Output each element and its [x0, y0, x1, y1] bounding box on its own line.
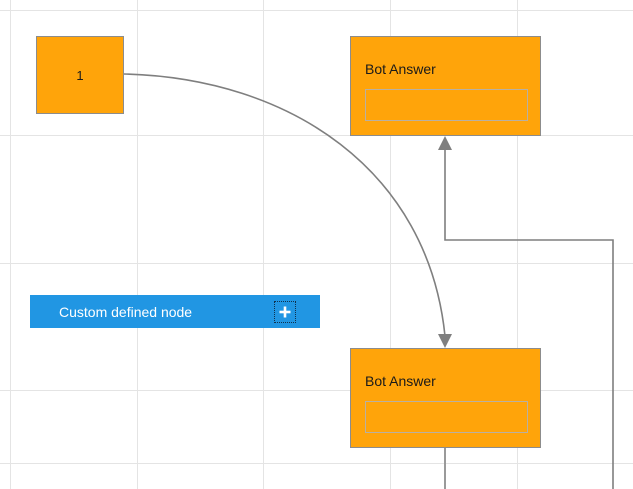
plus-icon[interactable] — [274, 300, 296, 323]
grid-line-vertical — [10, 0, 11, 489]
node-bot-answer-bottom[interactable]: Bot Answer — [350, 348, 541, 448]
node-1[interactable]: 1 — [36, 36, 124, 114]
custom-defined-node-bar[interactable]: Custom defined node — [30, 295, 320, 328]
grid-line-horizontal — [0, 463, 633, 464]
node-1-label: 1 — [76, 67, 84, 83]
node-bot-answer-bottom-slot[interactable] — [365, 401, 528, 433]
custom-defined-node-label: Custom defined node — [59, 303, 193, 320]
grid-line-horizontal — [0, 390, 633, 391]
grid-line-vertical — [137, 0, 138, 489]
node-bot-answer-top-title: Bot Answer — [365, 61, 436, 77]
grid-line-horizontal — [0, 263, 633, 264]
grid-line-vertical — [263, 0, 264, 489]
node-bot-answer-top-slot[interactable] — [365, 89, 528, 121]
node-bot-answer-top[interactable]: Bot Answer — [350, 36, 541, 136]
grid-line-horizontal — [0, 10, 633, 11]
node-bot-answer-bottom-title: Bot Answer — [365, 373, 436, 389]
